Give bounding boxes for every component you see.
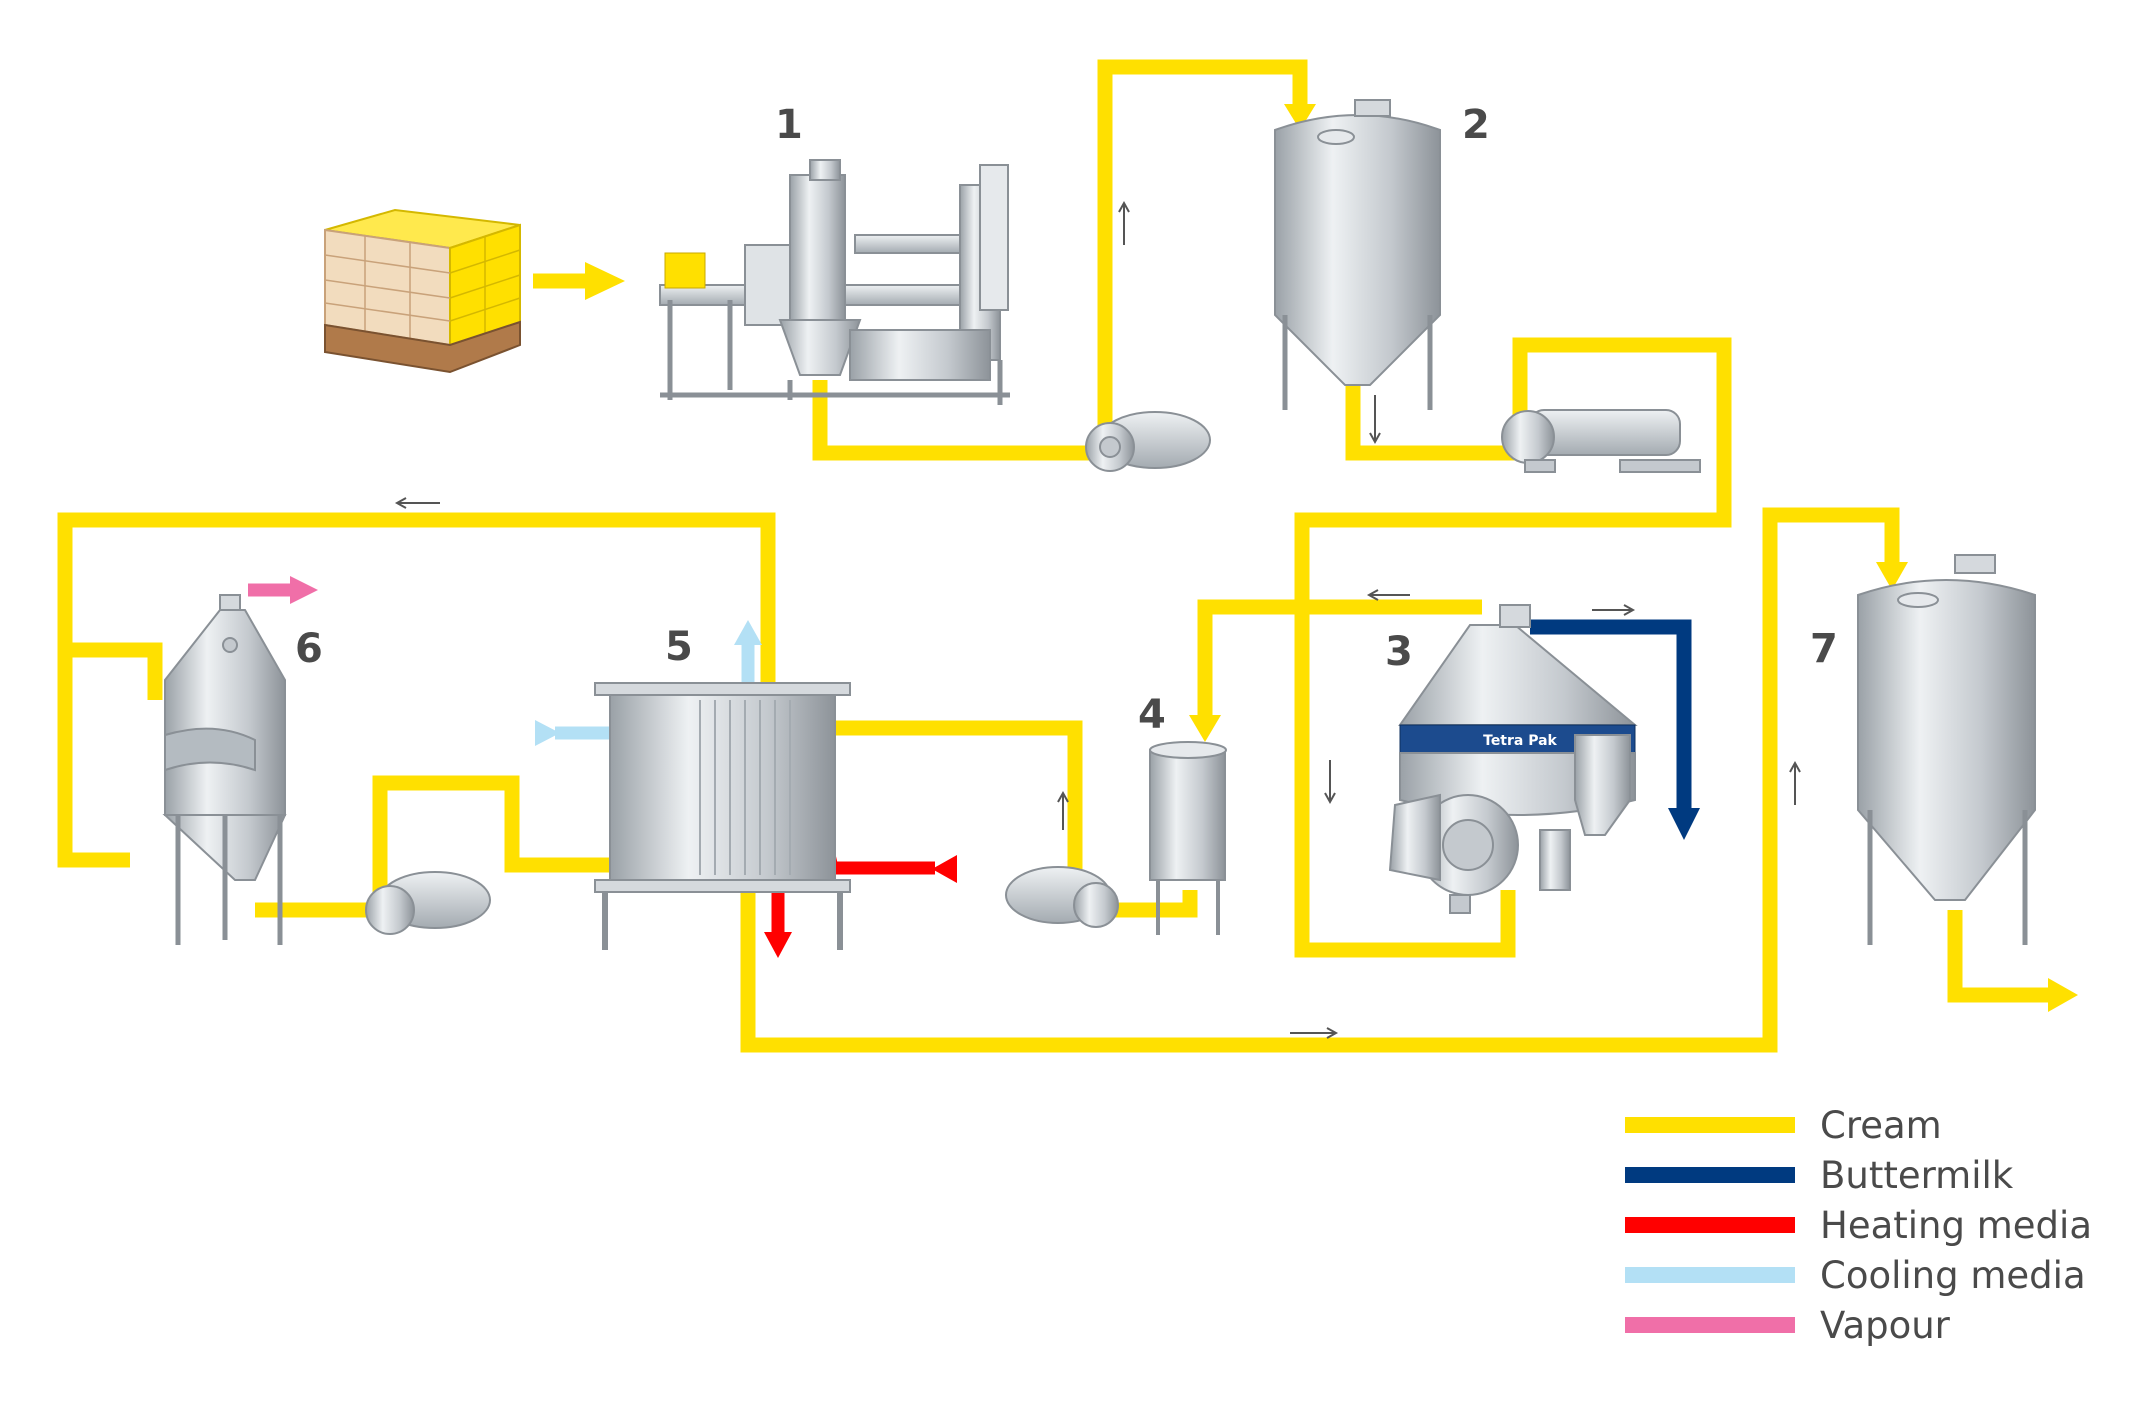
cream-pipes [57,59,2050,1053]
butter-melting-unit [659,159,1010,405]
cream-line-phe-tank7 [740,507,1900,1053]
label-7: 7 [1810,626,1838,672]
label-2: 2 [1462,102,1490,148]
buttermilk-arrowhead [1668,808,1700,840]
cream-line-sep-tank4 [1197,599,1482,720]
legend-item-cooling: Cooling media [1625,1254,2086,1297]
label-4: 4 [1138,692,1166,738]
cooling-in-arrowhead [535,720,560,746]
legend-item-vapour: Vapour [1625,1304,1951,1347]
legend-item-buttermilk: Buttermilk [1625,1154,2014,1197]
label-6: 6 [295,626,323,672]
legend-label-heating: Heating media [1820,1204,2092,1247]
cream-line-1-pump [812,380,1105,461]
cream-line-pump2-sep [1294,337,1732,958]
deaerator-6 [162,594,287,945]
tank-4 [1149,741,1227,935]
pump-2 [1501,409,1701,473]
tank7-arrowhead [1876,562,1908,590]
equipment-labels: 1 2 3 4 5 6 7 [295,102,1838,738]
pump-6 [365,871,491,935]
pallet [324,320,521,374]
separator-brand: Tetra Pak [1483,733,1557,749]
tank4-arrowhead [1189,715,1221,742]
legend: Cream Buttermilk Heating media Cooling m… [1625,1104,2092,1347]
legend-item-cream: Cream [1625,1104,1942,1147]
label-3: 3 [1385,629,1413,675]
pump-1 [1085,411,1211,472]
tank2-arrowhead [1284,104,1316,130]
buffer-tank-2 [1274,99,1441,410]
heating-in-arrowhead [932,855,957,883]
feed-arrowhead [585,262,625,300]
cream-line-phe-top-return [57,512,776,868]
pump-4 [1005,866,1119,928]
vapour-arrowhead [290,576,318,604]
vapour-pipe [248,576,318,604]
legend-label-cream: Cream [1820,1104,1942,1147]
flow-direction-arrows [394,200,1801,1039]
buttermilk-pipe [1530,619,1700,840]
legend-label-vapour: Vapour [1820,1304,1951,1347]
separator-3: Tetra Pak [1388,604,1638,914]
legend-label-cooling: Cooling media [1820,1254,2086,1297]
cream-line-tank2-pump2 [1345,380,1520,461]
legend-label-buttermilk: Buttermilk [1820,1154,2014,1197]
out-arrowhead [2048,978,2078,1012]
storage-tank-7 [1857,554,2036,945]
cream-line-tank7-out [1947,910,2050,1003]
label-1: 1 [775,102,803,148]
legend-item-heating: Heating media [1625,1204,2092,1247]
butter-pallet [324,208,521,374]
cream-line-branch [65,642,163,700]
cream-arrowheads [585,104,2078,1012]
cream-line-pump-tank2 [1097,59,1308,440]
heating-out-arrowhead [764,932,792,958]
cooling-out-arrowhead [734,620,762,645]
plate-heat-exchanger-5 [594,682,851,950]
label-5: 5 [665,624,693,670]
